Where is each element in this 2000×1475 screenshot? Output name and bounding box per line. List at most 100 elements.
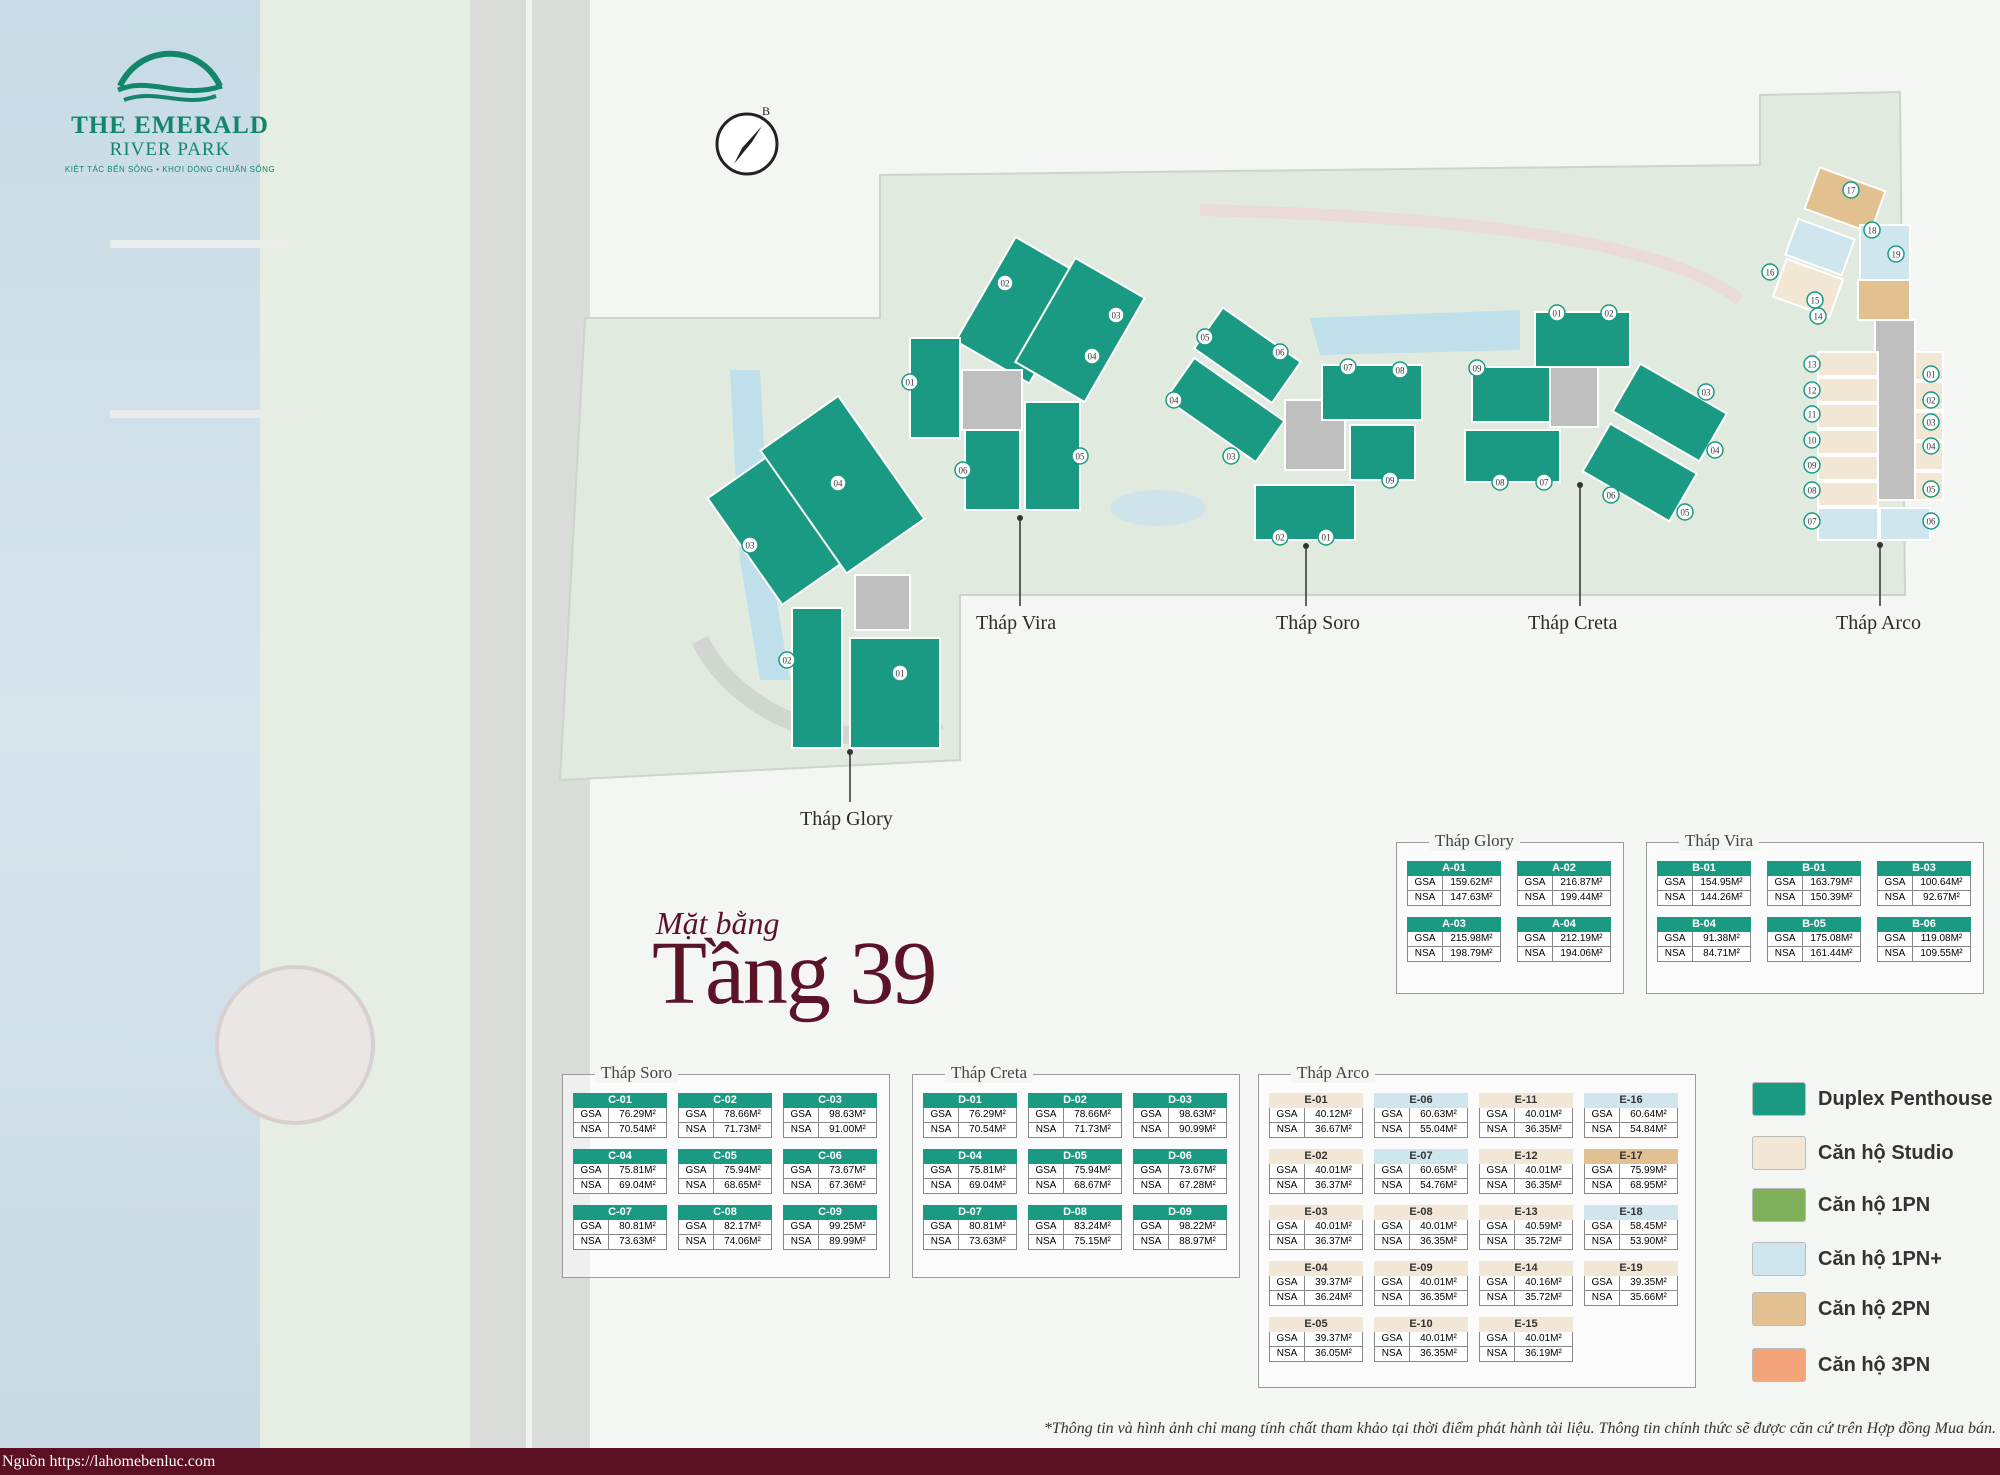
area-value: 36.67M² <box>1315 1124 1352 1135</box>
unit-number-marker: 11 <box>1803 405 1821 423</box>
arco-unit-west <box>1817 481 1879 507</box>
area-key: GSA <box>1768 932 1803 946</box>
unit-code: D-04 <box>923 1149 1017 1164</box>
area-value: 36.37M² <box>1315 1236 1352 1247</box>
area-key: NSA <box>924 1235 959 1249</box>
area-key: NSA <box>1270 1123 1305 1137</box>
unit-code: D-08 <box>1028 1205 1122 1220</box>
svg-text:16: 16 <box>1766 268 1776 278</box>
unit-number-marker: 02 <box>1271 528 1289 546</box>
area-key: NSA <box>1585 1291 1620 1305</box>
svg-text:13: 13 <box>1808 360 1818 370</box>
area-key: NSA <box>1134 1123 1169 1137</box>
area-value: 55.04M² <box>1420 1124 1457 1135</box>
area-key: NSA <box>679 1123 714 1137</box>
svg-text:17: 17 <box>1847 186 1857 196</box>
area-value: 109.55M² <box>1920 948 1963 959</box>
unit-code: D-06 <box>1133 1149 1227 1164</box>
area-value: 89.99M² <box>829 1236 866 1247</box>
area-value: 60.63M² <box>1420 1109 1457 1120</box>
area-key: GSA <box>924 1164 959 1178</box>
unit-number-marker: 09 <box>1468 359 1486 377</box>
svg-text:08: 08 <box>1496 478 1506 488</box>
area-value: 212.19M² <box>1560 933 1603 944</box>
area-key: NSA <box>1270 1179 1305 1193</box>
area-key: GSA <box>1878 876 1913 890</box>
arco-unit-west <box>1817 351 1879 377</box>
svg-text:19: 19 <box>1892 250 1902 260</box>
legend-label: Căn hộ 3PN <box>1818 1354 1931 1376</box>
area-key: GSA <box>1375 1332 1410 1346</box>
area-value: 73.67M² <box>1179 1165 1216 1176</box>
tower-leaders <box>847 482 1883 802</box>
area-key: NSA <box>1518 947 1553 961</box>
area-key: NSA <box>574 1179 609 1193</box>
disclaimer: *Thông tin và hình ảnh chỉ mang tính chấ… <box>1043 1420 1996 1437</box>
unit-number-marker: 09 <box>1803 456 1821 474</box>
area-value: 91.00M² <box>829 1124 866 1135</box>
svg-text:08: 08 <box>1396 366 1406 376</box>
source-link[interactable]: Nguồn https://lahomebenluc.com <box>2 1453 216 1470</box>
unit-number-marker: 01 <box>1317 528 1335 546</box>
svg-text:14: 14 <box>1814 312 1824 322</box>
area-key: NSA <box>1375 1347 1410 1361</box>
area-value: 36.35M² <box>1420 1236 1457 1247</box>
svg-text:07: 07 <box>1808 517 1818 527</box>
area-key: NSA <box>1408 891 1443 905</box>
unit-number-marker: 05 <box>1196 328 1214 346</box>
unit-number-marker: 08 <box>1391 361 1409 379</box>
area-value: 76.29M² <box>619 1109 656 1120</box>
area-value: 78.66M² <box>724 1109 761 1120</box>
area-key: GSA <box>784 1108 819 1122</box>
area-key: GSA <box>1270 1332 1305 1346</box>
unit-code: E-19 <box>1584 1261 1678 1276</box>
area-key: GSA <box>1029 1164 1064 1178</box>
area-value: 82.17M² <box>724 1221 761 1232</box>
svg-text:01: 01 <box>896 669 905 679</box>
area-value: 159.62M² <box>1450 877 1493 888</box>
unit-number-marker: 03 <box>1922 413 1940 431</box>
area-value: 119.08M² <box>1920 933 1963 944</box>
unit-code: E-07 <box>1374 1149 1468 1164</box>
area-key: NSA <box>1878 947 1913 961</box>
area-key: NSA <box>784 1179 819 1193</box>
legend-label: Duplex Penthouse <box>1818 1088 1993 1110</box>
area-key: GSA <box>1518 932 1553 946</box>
area-value: 35.72M² <box>1525 1292 1562 1303</box>
area-key: GSA <box>1480 1332 1515 1346</box>
svg-text:06: 06 <box>1276 348 1286 358</box>
unit-number-marker: 14 <box>1809 307 1827 325</box>
svg-text:03: 03 <box>1112 311 1122 321</box>
unit-code: B-05 <box>1767 917 1861 932</box>
unit-number-marker: 01 <box>1548 304 1566 322</box>
